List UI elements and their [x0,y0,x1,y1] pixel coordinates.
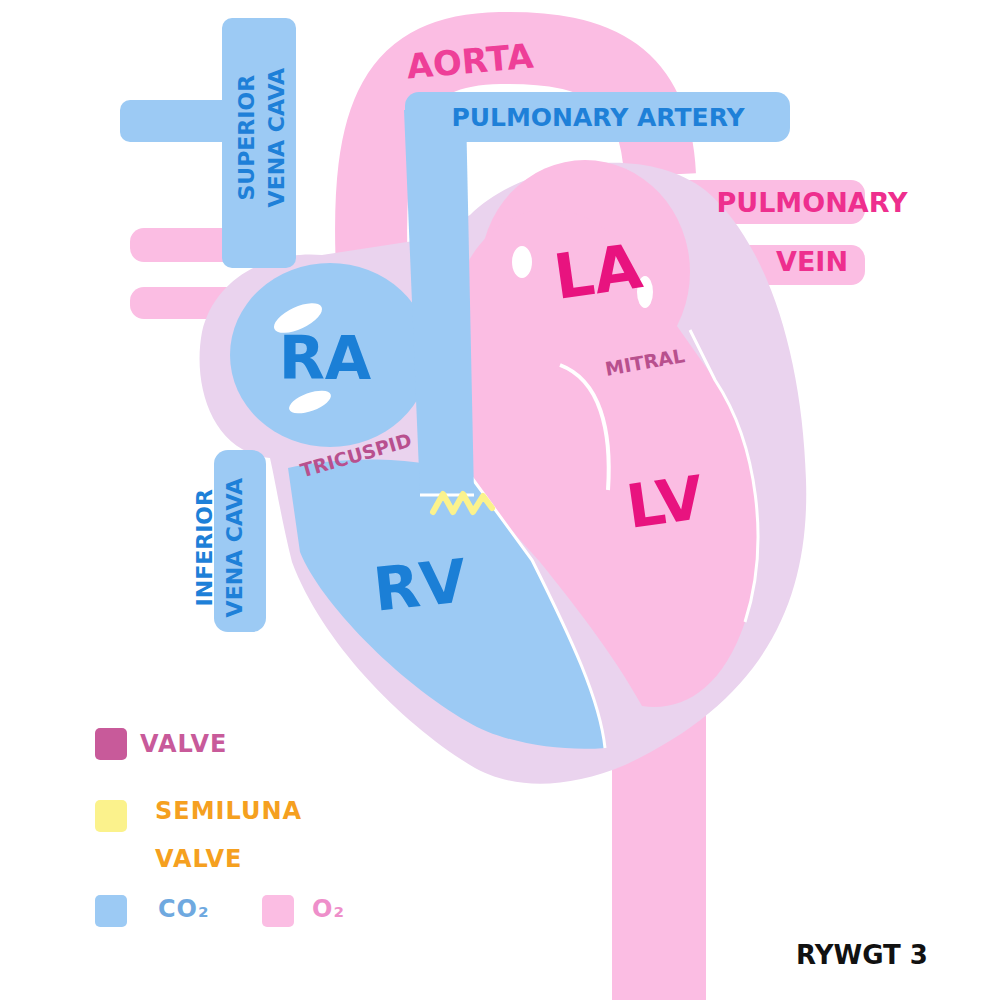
legend-text: VALVE [140,728,340,762]
vessel-label: SUPERIOR VENA CAVA [232,53,291,223]
legend-swatch [262,895,294,927]
vessel-label: PULMONARY ARTERY [413,104,783,133]
legend-text: SEMILUNA VALVE [155,787,325,883]
right-ventricle [288,459,605,748]
right-atrium [230,263,430,447]
chamber-label: RV [357,546,483,624]
highlight [512,246,532,278]
legend-swatch [95,728,127,760]
vessel-label: INFERIOR VENA CAVA [190,463,249,633]
semilunar-valve [433,494,492,512]
mitral-line [560,365,609,490]
chamber-label: LA [534,230,662,314]
septum-line [472,478,605,748]
superior-vena-cava [222,18,296,268]
chamber-label: RA [265,325,385,391]
legend-text: O₂ [312,893,392,927]
legend-swatch [95,895,127,927]
pulmonary-trunk [404,110,474,495]
legend-text: CO₂ [158,893,238,927]
legend-swatch [95,800,127,832]
vessel-label: PULMONARY VEIN [712,173,912,292]
watermark: RYWGT 3 [777,941,947,970]
